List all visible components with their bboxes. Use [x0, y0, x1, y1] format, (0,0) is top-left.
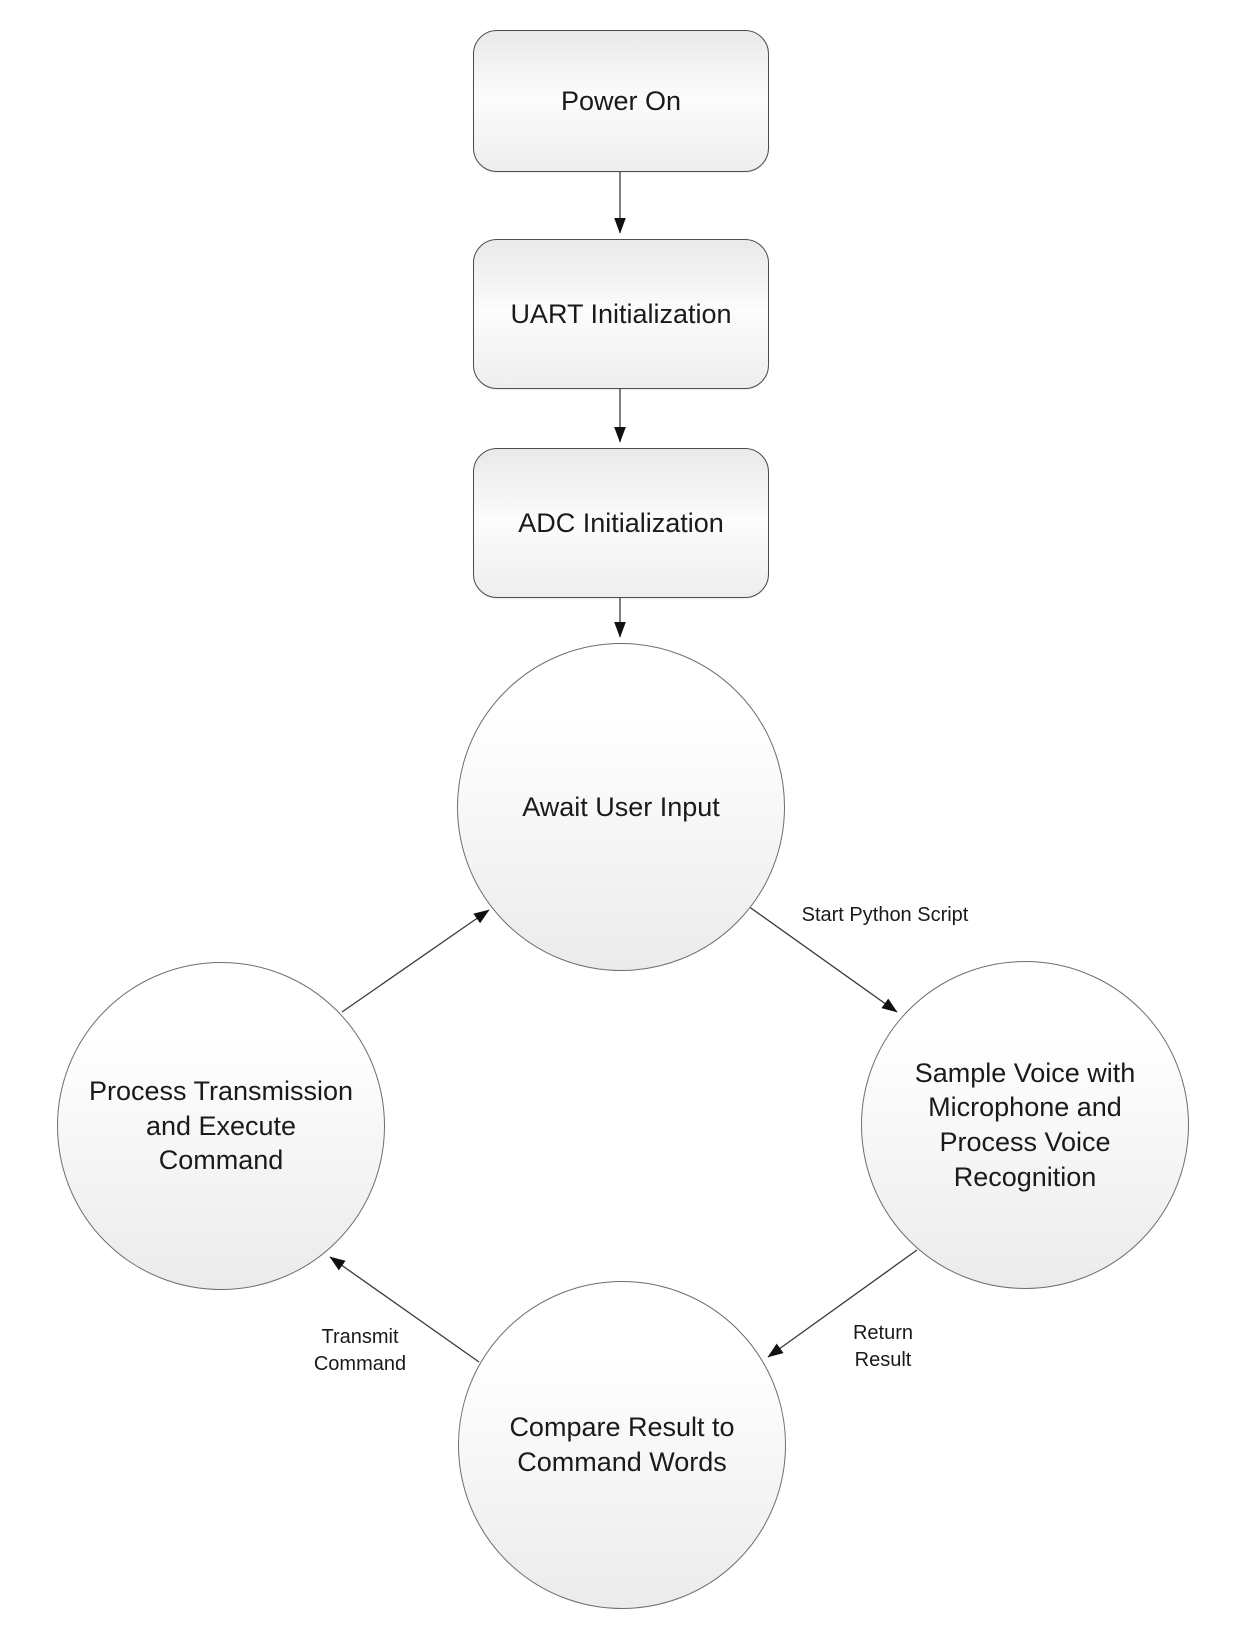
node-power-on: Power On [473, 30, 769, 172]
edge-label-return-result: Return Result [852, 1322, 914, 1371]
node-uart-initialization-label: UART Initialization [510, 298, 732, 329]
node-compare-result-label: Compare Result to Command Words [509, 1412, 735, 1477]
edge-label-transmit-command: Transmit Command [313, 1326, 407, 1375]
edge-await-user-input-to-sample-voice [747, 905, 898, 1013]
node-sample-voice: Sample Voice with Microphone and Process… [861, 961, 1189, 1289]
node-compare-result: Compare Result to Command Words [458, 1281, 786, 1609]
node-await-user-input: Await User Input [457, 643, 785, 971]
node-process-transmission: Process Transmission and Execute Command [57, 962, 385, 1290]
node-adc-initialization-label: ADC Initialization [518, 507, 724, 538]
node-power-on-label: Power On [560, 85, 682, 116]
node-sample-voice-label: Sample Voice with Microphone and Process… [914, 1057, 1136, 1192]
node-process-transmission-label: Process Transmission and Execute Command [88, 1076, 354, 1176]
edge-process-transmission-to-await-user-input [341, 909, 490, 1013]
node-uart-initialization: UART Initialization [473, 239, 769, 389]
edge-label-start-python-script: Start Python Script [801, 904, 969, 926]
edge-compare-result-to-process-transmission [329, 1256, 480, 1363]
node-adc-initialization: ADC Initialization [473, 448, 769, 598]
edge-sample-voice-to-compare-result [767, 1249, 918, 1358]
node-await-user-input-label: Await User Input [522, 791, 720, 822]
